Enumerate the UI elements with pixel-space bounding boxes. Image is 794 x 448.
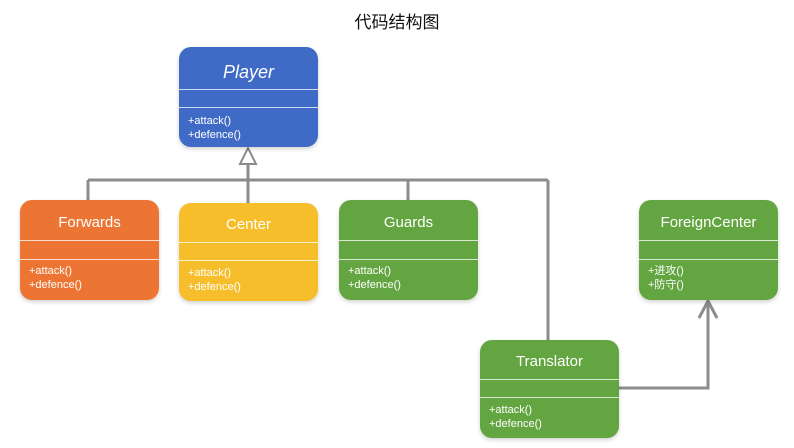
method: +attack() <box>489 404 533 416</box>
divider <box>639 259 778 260</box>
divider <box>639 240 778 241</box>
divider <box>339 240 478 241</box>
method: +进攻() <box>648 265 684 277</box>
class-center: Center +attack() +defence() <box>179 203 318 301</box>
class-name: Center <box>225 216 272 233</box>
method: +defence() <box>188 129 241 141</box>
method-list: +attack() +defence() <box>348 264 474 292</box>
method-list: +attack() +defence() <box>188 266 314 294</box>
divider <box>20 259 159 260</box>
divider <box>179 260 318 261</box>
connector-association <box>619 304 710 390</box>
divider <box>480 379 619 380</box>
inheritance-arrow-icon <box>238 145 258 165</box>
class-name: Forwards <box>58 214 121 231</box>
method: +attack() <box>348 265 392 277</box>
divider <box>20 240 159 241</box>
class-foreign-center: ForeignCenter +进攻() +防守() <box>639 200 778 300</box>
page-title: 代码结构图 <box>354 13 440 33</box>
class-player: Player +attack() +defence() <box>179 47 318 147</box>
class-name: Translator <box>516 353 583 370</box>
method: +defence() <box>348 279 401 291</box>
divider <box>179 107 318 108</box>
class-translator: Translator +attack() +defence() <box>480 340 619 438</box>
divider <box>339 259 478 260</box>
method: +defence() <box>188 281 241 293</box>
divider <box>179 89 318 90</box>
method-list: +attack() +defence() <box>29 264 155 292</box>
association-arrow-icon <box>697 297 719 319</box>
divider <box>179 242 318 243</box>
method-list: +attack() +defence() <box>489 403 615 431</box>
method: +defence() <box>29 279 82 291</box>
method: +defence() <box>489 418 542 430</box>
method: +attack() <box>29 265 73 277</box>
method-list: +进攻() +防守() <box>648 264 774 292</box>
class-name: Player <box>222 62 275 82</box>
method-list: +attack() +defence() <box>188 114 314 142</box>
method: +attack() <box>188 267 232 279</box>
method: +attack() <box>188 115 232 127</box>
class-name: ForeignCenter <box>660 214 757 231</box>
class-guards: Guards +attack() +defence() <box>339 200 478 300</box>
method: +防守() <box>648 279 684 291</box>
class-forwards: Forwards +attack() +defence() <box>20 200 159 300</box>
class-name: Guards <box>383 214 434 231</box>
divider <box>480 397 619 398</box>
